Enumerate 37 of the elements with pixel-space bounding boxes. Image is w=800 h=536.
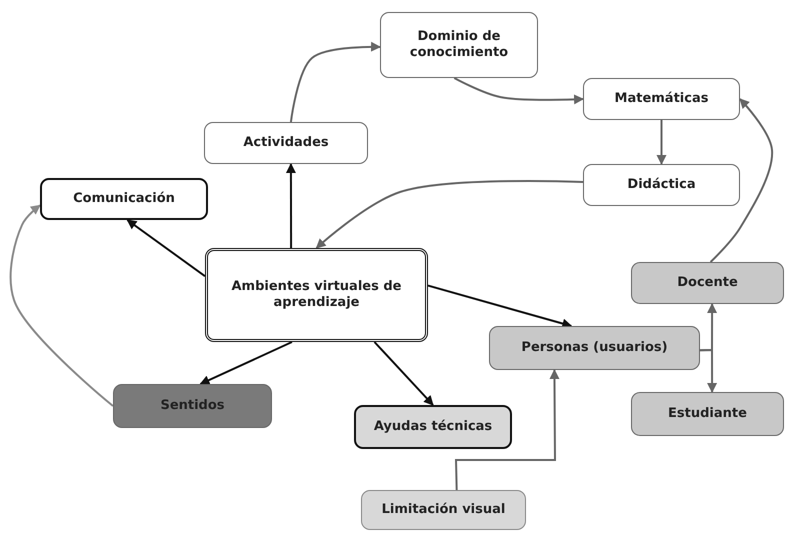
concept-label: Actividades xyxy=(242,135,330,151)
concept-label: Dominio de conocimiento xyxy=(408,29,510,61)
arrow xyxy=(700,348,718,393)
arrow xyxy=(374,341,434,406)
concept-label: Didáctica xyxy=(626,177,697,193)
concept-box xyxy=(583,164,740,206)
arrow xyxy=(454,369,560,490)
concept-label: Matemáticas xyxy=(614,91,710,107)
arrow xyxy=(428,284,572,328)
arrow xyxy=(10,204,114,407)
concept-box xyxy=(40,178,208,220)
arrow xyxy=(290,42,381,122)
arrow xyxy=(200,341,292,385)
arrow xyxy=(126,219,206,277)
concept-box xyxy=(361,490,526,530)
concept-box xyxy=(204,122,368,164)
concept-label: Ambientes virtuales de aprendizaje xyxy=(230,279,402,311)
concept-box xyxy=(631,262,784,304)
concept-label: Sentidos xyxy=(159,398,226,414)
arrow xyxy=(710,98,774,263)
concept-box xyxy=(631,392,784,436)
concept-label: Limitación visual xyxy=(380,502,506,518)
concept-box xyxy=(354,405,512,449)
concept-box xyxy=(380,12,538,78)
concept-box xyxy=(489,326,700,370)
concept-label: Docente xyxy=(676,275,739,291)
concept-label: Estudiante xyxy=(667,406,748,422)
concept-box xyxy=(205,248,428,342)
concept-box xyxy=(583,78,740,120)
arrow xyxy=(656,120,666,165)
arrow xyxy=(454,77,584,104)
concept-label: Comunicación xyxy=(72,191,176,207)
concept-label: Personas (usuarios) xyxy=(520,340,669,356)
concept-label: Ayudas técnicas xyxy=(372,419,494,435)
arrow xyxy=(316,180,584,249)
arrow xyxy=(286,163,296,248)
concept-box xyxy=(113,384,272,428)
